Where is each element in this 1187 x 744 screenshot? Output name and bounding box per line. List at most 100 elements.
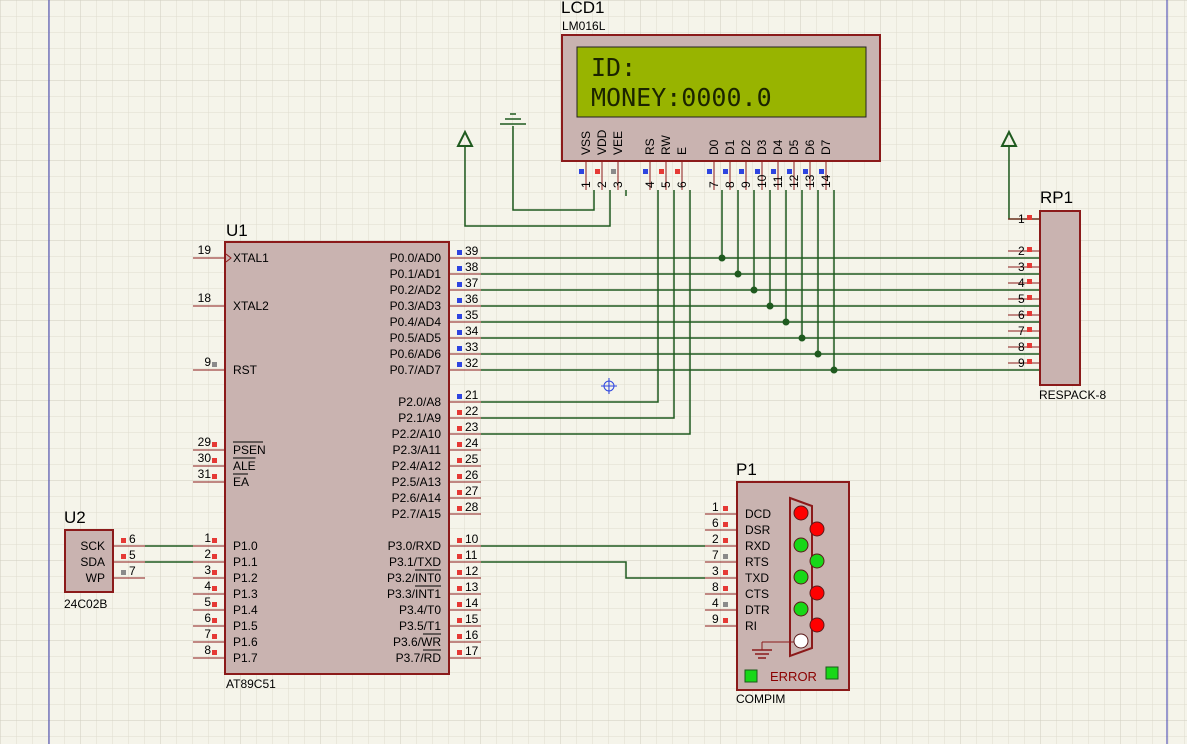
p1-pin-name-dsr: DSR [745, 523, 771, 537]
pin-marker [457, 586, 462, 591]
u1-pin-name-ea: EA [233, 475, 249, 489]
u1-body[interactable] [224, 241, 450, 675]
rp1-pin-num-6: 6 [1018, 308, 1025, 322]
u1-pin-name-p2-3-a11: P2.3/A11 [393, 443, 442, 457]
lcd1-line1: ID: [591, 53, 636, 82]
lcd-pin-name-vdd: VDD [595, 129, 609, 155]
p1-part: COMPIM [736, 692, 785, 706]
p1-pin-num-6: 6 [712, 516, 719, 530]
u1-pin-name-p2-5-a13: P2.5/A13 [392, 475, 442, 489]
rp1-body[interactable] [1039, 210, 1081, 386]
lcd-pin-name-d4: D4 [771, 139, 785, 155]
rp1-part: RESPACK-8 [1039, 388, 1106, 402]
pin-marker [212, 474, 217, 479]
u1-pin-name-p1.4: P1.4 [233, 603, 258, 617]
pin-marker [121, 554, 126, 559]
rp1-pin-num-2: 2 [1018, 244, 1025, 258]
u1-ref: U1 [226, 221, 248, 240]
u2-part: 24C02B [64, 597, 107, 611]
lcd-pin-num-7: 7 [707, 181, 721, 188]
pin-marker [723, 618, 728, 623]
u1-pin-name-p1.2: P1.2 [233, 571, 258, 585]
u1-pin-num-10: 10 [465, 532, 479, 546]
p1-pin-name-rxd: RXD [745, 539, 771, 553]
lcd1-part: LM016L [562, 19, 606, 33]
wires [145, 113, 1040, 579]
u1-pin-num-12: 12 [465, 564, 479, 578]
u2-body[interactable] [64, 529, 114, 593]
pin-marker [723, 554, 728, 559]
pin-marker [457, 618, 462, 623]
u1-pin-num-23: 23 [465, 420, 479, 434]
p1-pin-name-txd: TXD [745, 571, 769, 585]
u1-pin-name-p1.5: P1.5 [233, 619, 258, 633]
u1-pin-name-p0-6-ad6: P0.6/AD6 [390, 347, 442, 361]
pin-marker [457, 346, 462, 351]
pin-marker [212, 458, 217, 463]
tx-indicator-icon [744, 669, 758, 683]
u1-pin-num-28: 28 [465, 500, 479, 514]
u1-pin-name-p2-1-a9: P2.1/A9 [398, 411, 441, 425]
u1-pin-num-19: 19 [198, 243, 212, 257]
pin-marker [457, 538, 462, 543]
u1-pin-num-31: 31 [198, 467, 212, 481]
lcd-pin-name-d7: D7 [819, 139, 833, 155]
pin-marker [1027, 327, 1032, 332]
u1-pin-num-7: 7 [204, 627, 211, 641]
u1-pin-name-xtal2: XTAL2 [233, 299, 269, 313]
pin-marker [1027, 359, 1032, 364]
pin-marker [457, 490, 462, 495]
p1-pin-name-cts: CTS [745, 587, 769, 601]
u1-pin-name-p2-7-a15: P2.7/A15 [392, 507, 442, 521]
pin-marker [659, 169, 664, 174]
u1-pin-name-p2-0-a8: P2.0/A8 [398, 395, 441, 409]
u1-pin-num-32: 32 [465, 356, 479, 370]
u1-mcu[interactable]: U1 AT89C51 19XTAL118XTAL29RST29PSEN30ALE… [193, 221, 481, 691]
junction-dot [782, 318, 790, 326]
pin-marker [212, 602, 217, 607]
u1-pin-num-4: 4 [204, 579, 211, 593]
u1-pin-num-39: 39 [465, 244, 479, 258]
lcd-pin-num-13: 13 [803, 174, 817, 188]
u2-pin-name-sck: SCK [80, 539, 105, 553]
u2-pin-num-6: 6 [129, 532, 136, 546]
u1-pin-name-p1.7: P1.7 [233, 651, 258, 665]
u1-pin-num-21: 21 [465, 388, 479, 402]
pin-marker [121, 538, 126, 543]
pin-marker [457, 554, 462, 559]
p1-pin-name-dcd: DCD [745, 507, 771, 521]
u1-pin-num-16: 16 [465, 628, 479, 642]
pin-marker [675, 169, 680, 174]
pin-marker [457, 314, 462, 319]
pin-marker [643, 169, 648, 174]
u1-pin-name-p2-4-a12: P2.4/A12 [392, 459, 442, 473]
p1-pin-num-7: 7 [712, 548, 719, 562]
pin-marker [457, 474, 462, 479]
status-led-icon [793, 569, 809, 585]
p1-pin-num-9: 9 [712, 612, 719, 626]
u1-pin-num-33: 33 [465, 340, 479, 354]
lcd1[interactable]: LCD1 LM016L ID: MONEY:0000.0 VSS1VDD2VEE… [561, 0, 881, 190]
crosshair-cursor-icon [601, 378, 617, 394]
junction-dot [750, 286, 758, 294]
pin-marker [457, 602, 462, 607]
lcd-pin-name-d1: D1 [723, 139, 737, 155]
pin-marker [803, 169, 808, 174]
lcd1-pins: VSS1VDD2VEE3RS4RW5E6D07D18D29D310D411D51… [579, 129, 833, 190]
pin-marker [723, 538, 728, 543]
pin-marker [707, 169, 712, 174]
u1-pin-name-p1.0: P1.0 [233, 539, 258, 553]
lcd-pin-num-11: 11 [771, 175, 785, 188]
p1-ref: P1 [736, 460, 757, 479]
pin-marker [457, 266, 462, 271]
clock-input-icon [225, 253, 232, 263]
u1-pin-num-14: 14 [465, 596, 479, 610]
pin-marker [723, 522, 728, 527]
u1-pin-name-p2-6-a14: P2.6/A14 [392, 491, 442, 505]
pin-marker [1027, 215, 1032, 220]
pin-marker [1027, 311, 1032, 316]
